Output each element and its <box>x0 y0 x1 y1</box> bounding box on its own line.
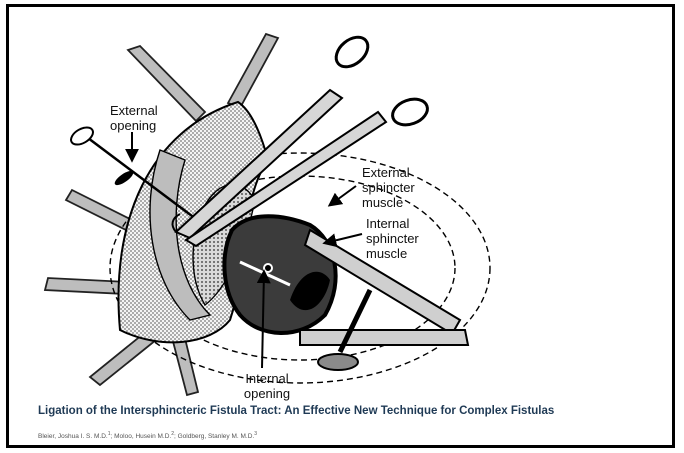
label-internal-opening: Internal opening <box>236 371 298 401</box>
author-name: Bleier, Joshua I. S. M.D. <box>38 433 108 440</box>
label-internal-sphincter: Internal sphincter muscle <box>366 216 444 261</box>
figure-caption-authors: Bleier, Joshua I. S. M.D.1; Moloo, Husei… <box>38 431 257 440</box>
label-external-opening: External opening <box>110 103 170 133</box>
author-affiliation-mark: 3 <box>254 431 257 437</box>
anal-canal <box>224 216 335 333</box>
author-name: Moloo, Husein M.D. <box>114 433 171 440</box>
author-name: Goldberg, Stanley M. M.D. <box>178 433 255 440</box>
figure-caption-title: Ligation of the Intersphincteric Fistula… <box>38 405 554 417</box>
label-external-sphincter: External sphincter muscle <box>362 165 440 210</box>
